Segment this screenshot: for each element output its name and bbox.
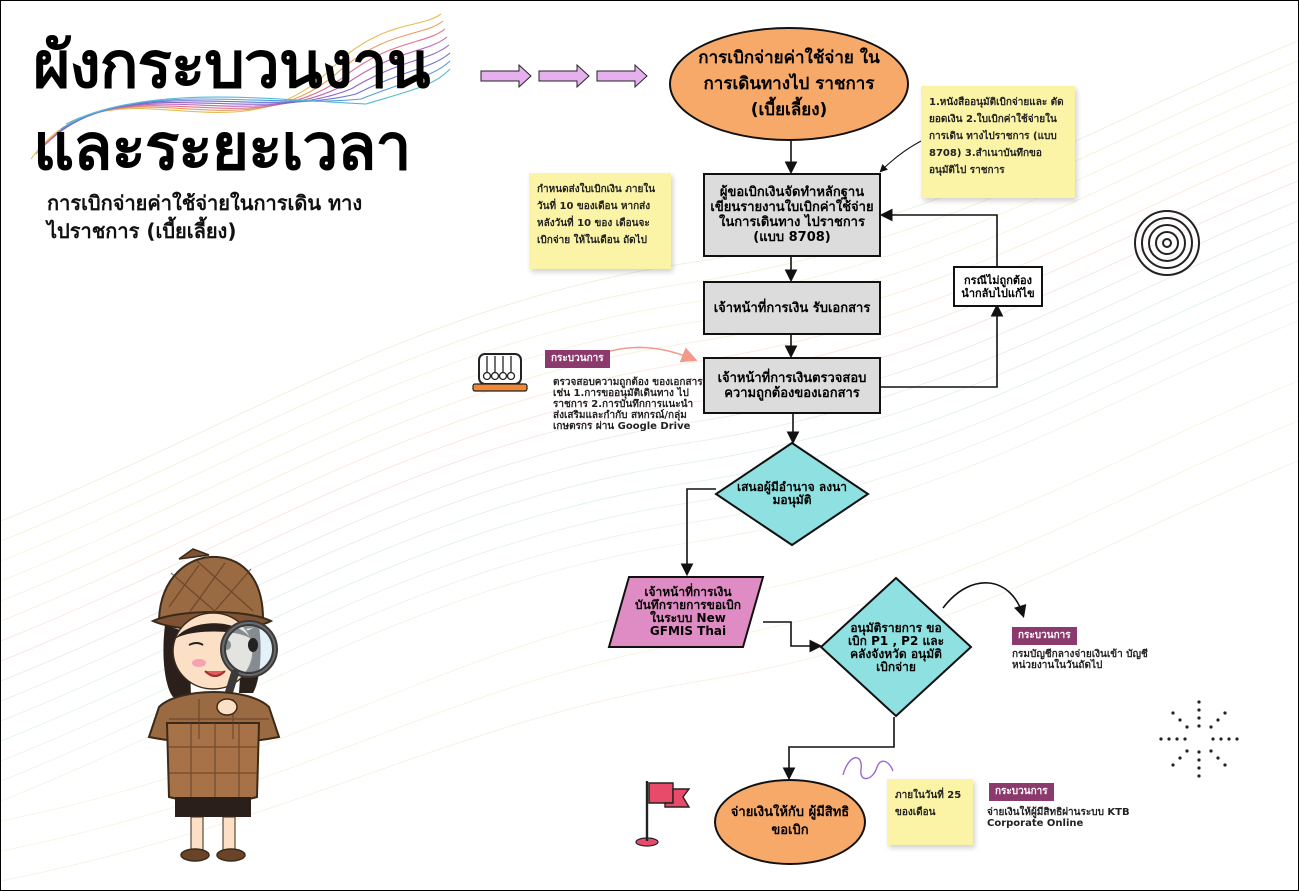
decision-disburse-label: อนุมัติรายการ ขอเบิก P1 , P2 และ คลังจัง… (847, 621, 945, 674)
step-receive-documents: เจ้าหน้าที่การเงิน รับเอกสาร (703, 281, 881, 335)
title-ribbon (31, 13, 451, 160)
step-prepare-documents: ผู้ขอเบิกเงินจัดทำหลักฐาน เขียนรายงานใบเ… (703, 173, 881, 257)
page-subtitle: การเบิกจ่ายค่าใช้จ่ายในการเดิน ทางไปราชก… (47, 191, 363, 243)
arrow-icon-3 (596, 63, 648, 89)
flag-icon (635, 781, 691, 847)
title-line-1: ผังกระบวนงาน (33, 29, 430, 103)
concentric-circles-icon (1134, 210, 1200, 276)
note-payment-day: ภายในวันที่ 25 ของเดือน (887, 779, 973, 845)
decision-approve-label: เสนอผู้มีอำนาจ ลงนามอนุมัติ (736, 480, 848, 507)
newtons-cradle-icon (472, 353, 528, 392)
step-verify-documents: เจ้าหน้าที่การเงินตรวจสอบ ความถูกต้องของ… (703, 357, 881, 414)
process-tag-pay: กระบวนการ (989, 783, 1054, 801)
start-oval: การเบิกจ่ายค่าใช้จ่าย ในการเดินทางไป ราช… (669, 27, 909, 141)
note-required-documents: 1.หนังสืออนุมัติเบิกจ่ายและ ตัดยอดเงิน 2… (921, 86, 1075, 198)
process-transfer-text: กรมบัญชีกลางจ่ายเงินเข้า บัญชีหน่วยงานใน… (1012, 649, 1148, 671)
page-title: ผังกระบวนงาน และระยะเวลา (33, 25, 430, 189)
step-gfmis-parallelogram (607, 576, 765, 648)
decision-diamond-approve (714, 441, 870, 547)
process-check-text: ตรวจสอบความถูกต้อง ของเอกสาร เช่น 1.การข… (553, 377, 703, 432)
dotted-burst-icon (1159, 700, 1239, 778)
process-tag-check: กระบวนการ (545, 350, 610, 368)
arrow-icon-1 (480, 63, 532, 89)
note-submission-deadline: กำหนดส่งใบเบิกเงิน ภายในวันที่ 10 ของเดื… (529, 173, 671, 269)
intro-arrows (480, 63, 648, 89)
step-gfmis-label: เจ้าหน้าที่การเงิน บันทึกรายการขอเบิก ใน… (634, 585, 742, 638)
return-for-correction-box: กรณีไม่ถูกต้อง นำกลับไปแก้ไข (953, 266, 1043, 307)
process-tag-transfer: กระบวนการ (1012, 627, 1077, 645)
arrow-icon-2 (538, 63, 590, 89)
title-line-2: และระยะเวลา (33, 111, 411, 185)
end-oval: จ่ายเงินให้กับ ผู้มีสิทธิขอเบิก (714, 779, 866, 865)
process-pay-text: จ่ายเงินให้ผู้มีสิทธิผ่านระบบ KTB Corpor… (987, 807, 1130, 829)
decision-diamond-disburse (819, 576, 973, 718)
detective-character-illustration (147, 548, 281, 862)
